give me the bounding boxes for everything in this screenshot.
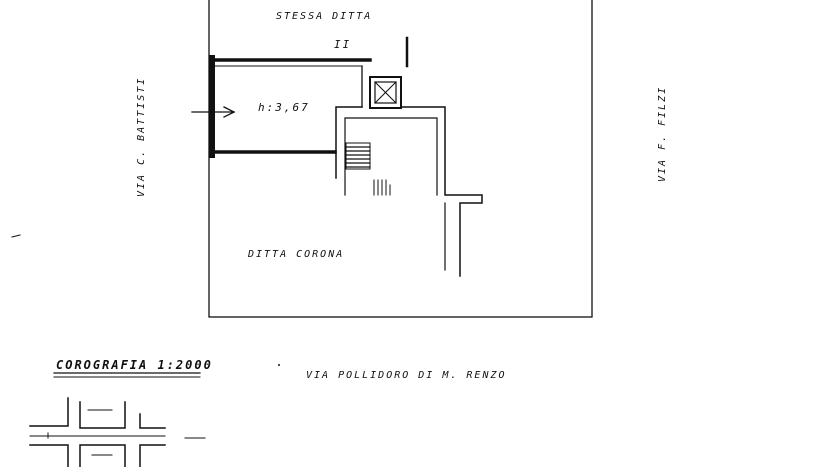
elevator-shaft xyxy=(369,76,402,109)
map-block xyxy=(139,444,166,467)
label-corografia: COROGRAFIA 1:2000 xyxy=(56,358,213,372)
label-via-pollidoro: VIA POLLIDORO DI M. RENZO xyxy=(306,370,507,381)
railing xyxy=(373,179,391,196)
label-stessa-ditta: STESSA DITTA xyxy=(276,11,372,22)
map-block xyxy=(79,401,126,429)
label-via-filzi: VIA F. FILZI xyxy=(657,86,668,182)
stairs-block xyxy=(345,142,371,170)
map-block xyxy=(139,413,166,429)
location-map xyxy=(29,397,206,467)
entrance-arrow xyxy=(191,106,235,118)
elevator-cross-2 xyxy=(374,81,397,104)
label-ditta-corona: DITTA CORONA xyxy=(247,249,344,260)
property-boundary xyxy=(208,0,593,318)
scan-speck xyxy=(11,234,21,238)
scan-speck xyxy=(278,364,280,366)
left-wall xyxy=(209,55,215,158)
stairs xyxy=(345,142,371,170)
elevator-cabin xyxy=(374,81,397,104)
stairwell-outer-wall xyxy=(335,106,363,179)
label-via-battisti: VIA C. BATTISTI xyxy=(136,77,147,197)
corridor-right-wall xyxy=(400,106,483,277)
label-marker: II xyxy=(334,38,351,51)
map-block xyxy=(29,444,69,467)
map-block xyxy=(79,444,126,467)
stairwell-inner-wall xyxy=(344,117,438,196)
entrance-arrow-head xyxy=(223,106,235,118)
map-block xyxy=(29,397,69,427)
label-height: h:3,67 xyxy=(258,101,310,114)
